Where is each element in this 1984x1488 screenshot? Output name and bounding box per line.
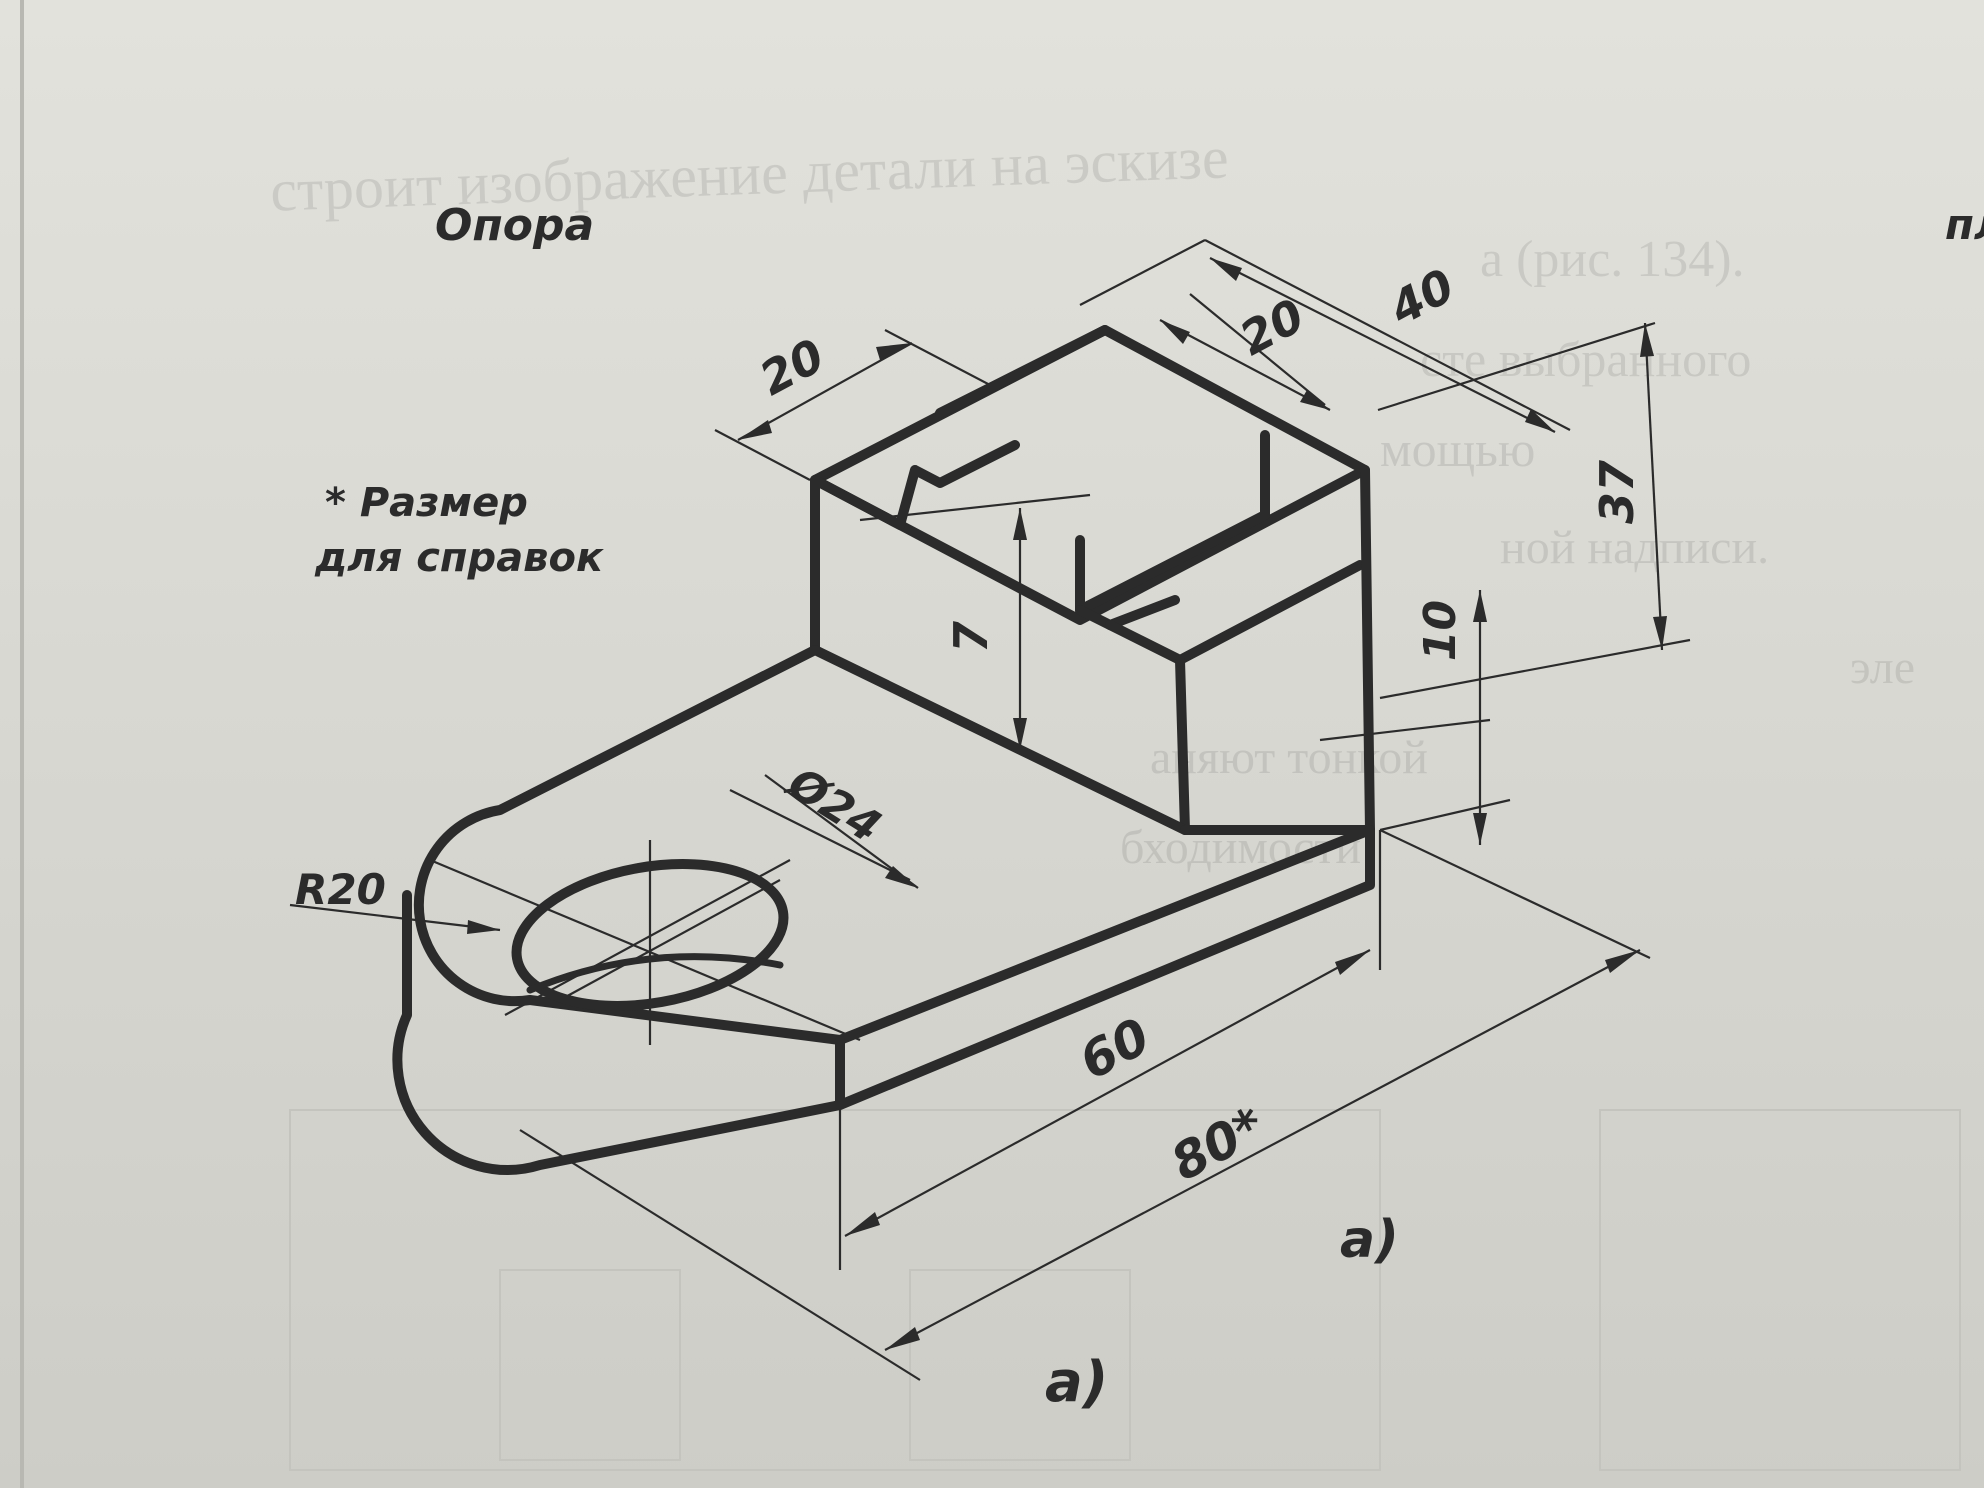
dim-7: 7 [944,620,999,654]
reference-note-line1: * Размер [325,480,528,526]
part-outline [392,325,1375,1175]
dim-10: 10 [1415,599,1467,662]
ghost-text-4: мощью [1380,421,1536,477]
page-right-fragment: пл [1945,200,1984,249]
ghost-frames [289,1109,1961,1471]
ghost-text-5: ной надписи. [1500,521,1770,574]
caption-lower: a) [1045,1350,1109,1415]
ghost-text-7: аняют тонкой [1150,731,1428,784]
reference-note-line2: для справок [315,535,604,581]
ghost-text-6: эле [1850,641,1915,694]
caption-upper: a) [1340,1210,1399,1270]
ghost-text-2: а (рис. 134). [1480,231,1745,288]
dim-37: 37 [1590,459,1645,525]
dim-radius: R20 [295,865,386,914]
arrowheads [467,258,1667,1350]
page-edge [20,0,24,1488]
drawing-title: Опора [435,200,595,251]
ghost-text-3: сте выбранного [1420,331,1752,387]
